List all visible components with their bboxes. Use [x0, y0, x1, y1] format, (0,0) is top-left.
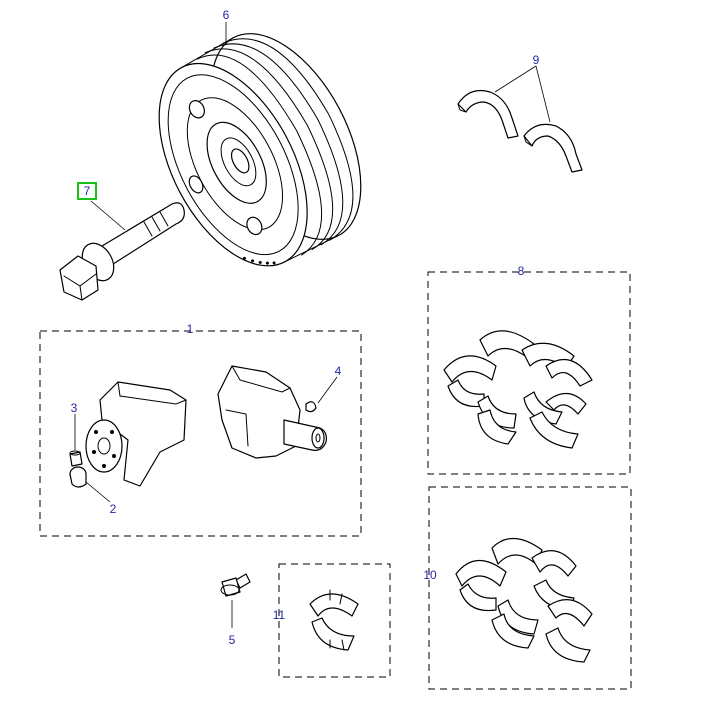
callout-4[interactable]: 4 — [334, 364, 342, 378]
callout-7-selected[interactable]: 7 — [77, 182, 97, 200]
crankshaft-pulley[interactable] — [128, 9, 392, 291]
callout-10[interactable]: 10 — [423, 568, 437, 582]
callout-5[interactable]: 5 — [228, 633, 236, 647]
callout-6[interactable]: 6 — [222, 8, 230, 22]
callout-1[interactable]: 1 — [186, 322, 194, 336]
thrust-bearing-group-box — [278, 563, 391, 678]
big-end-bearings-group-box — [428, 486, 632, 690]
leader-lines — [74, 22, 551, 628]
main-bearing-shells[interactable] — [443, 330, 593, 449]
callout-3[interactable]: 3 — [70, 401, 78, 415]
crankshaft-group-box — [39, 330, 362, 537]
thrust-bearing-shells[interactable] — [309, 589, 359, 651]
dowel-pin[interactable] — [69, 450, 83, 467]
main-bearings-group-box — [427, 271, 631, 475]
callout-8[interactable]: 8 — [517, 264, 525, 278]
callout-9[interactable]: 9 — [532, 53, 540, 67]
callout-2[interactable]: 2 — [109, 502, 117, 516]
thrust-washers[interactable] — [457, 89, 583, 173]
spigot-bush[interactable] — [69, 466, 87, 488]
big-end-bearing-shells[interactable] — [455, 537, 593, 663]
crankshaft-right-view[interactable] — [217, 365, 327, 459]
crankshaft-left-view[interactable] — [85, 381, 187, 487]
callout-11[interactable]: 11 — [272, 608, 286, 622]
pulley-bolt[interactable] — [59, 202, 185, 301]
flange-bolt[interactable] — [220, 573, 251, 597]
